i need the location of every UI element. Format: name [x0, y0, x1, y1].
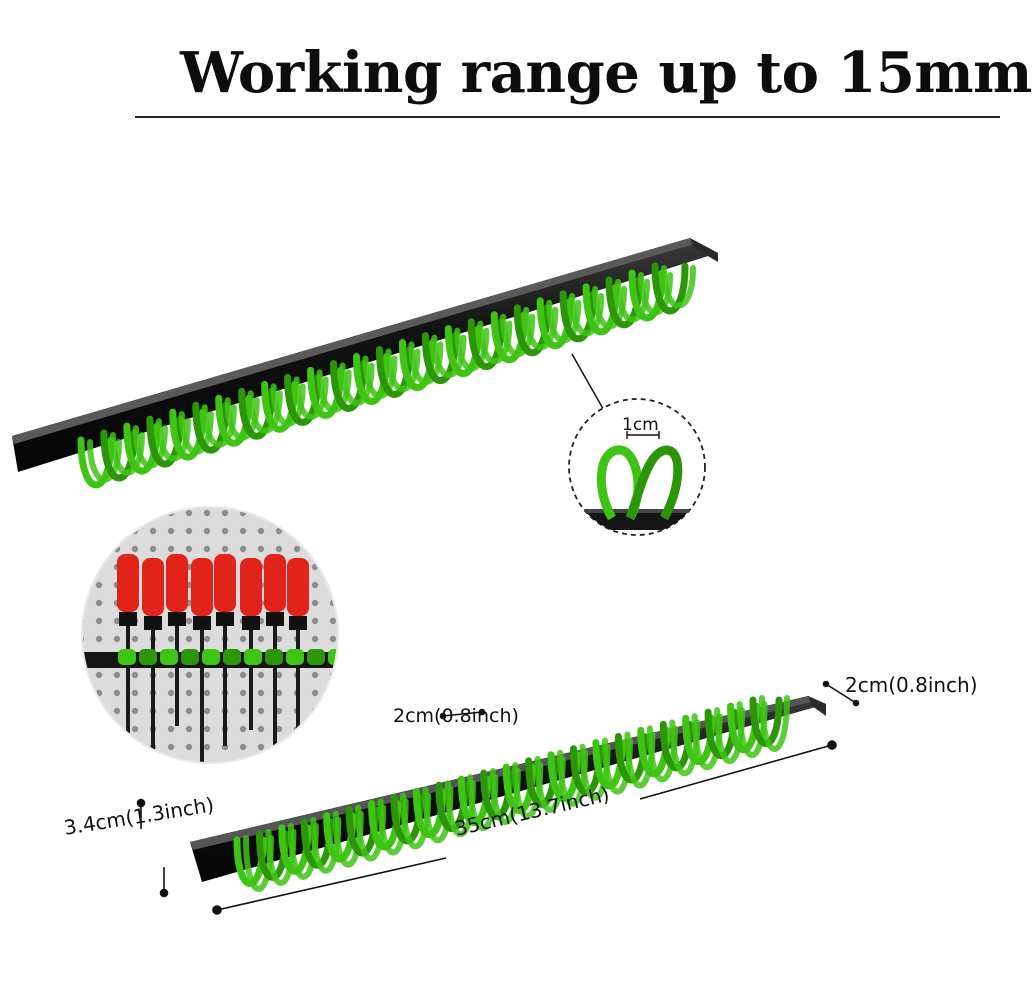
rubber-clip [330, 359, 368, 412]
loop-spacing-label: 2cm(0.8inch) [393, 705, 519, 727]
rubber-clip [513, 304, 551, 356]
screwdriver-handle [214, 554, 236, 612]
screwdriver-shaft [223, 626, 227, 746]
rubber-clip [628, 269, 666, 322]
rail-width-label: 2cm(0.8inch) [845, 673, 978, 697]
photo-clip [307, 649, 325, 665]
photo-clip [181, 649, 199, 665]
rubber-clip [536, 297, 574, 350]
loop-gap-label: 1cm [622, 415, 659, 435]
rubber-clip [169, 408, 207, 461]
photo-clip [286, 649, 304, 665]
screwdriver-shaft [151, 630, 155, 750]
photo-clip [160, 649, 178, 665]
rubber-clip [123, 422, 161, 475]
rubber-clip [651, 262, 689, 315]
zoom-detail [568, 398, 706, 536]
dimension-lines [136, 680, 860, 915]
rubber-clip [146, 415, 184, 468]
photo-clip [223, 649, 241, 665]
screwdriver-shaft [296, 630, 300, 750]
bottom-rail-clips [233, 695, 790, 892]
rubber-clip [284, 373, 322, 426]
screwdriver-handle [142, 558, 164, 616]
callout-line [571, 353, 607, 415]
rubber-clip [77, 436, 115, 489]
rubber-clip [100, 429, 138, 482]
screwdriver-shaft [200, 630, 204, 763]
rubber-clip [444, 325, 482, 377]
screwdriver-handle [117, 554, 139, 612]
photo-clip [244, 649, 262, 665]
screwdriver-handle [191, 558, 213, 616]
product-illustration [12, 238, 860, 915]
rubber-clip [215, 394, 253, 447]
rubber-clip [238, 387, 276, 440]
photo-clip [139, 649, 157, 665]
rubber-clip [490, 311, 528, 363]
screwdriver-shaft [273, 626, 277, 763]
rubber-clip [261, 380, 299, 433]
screwdriver-shaft [249, 630, 253, 730]
top-rail [12, 238, 718, 472]
screwdriver-shaft [175, 626, 179, 726]
headline-underline [135, 116, 1000, 118]
rubber-clip [559, 290, 597, 343]
screwdriver-handle [287, 558, 309, 616]
rubber-clip [398, 339, 436, 391]
screwdriver-handle [240, 558, 262, 616]
rubber-clip [605, 276, 643, 329]
headline: Working range up to 15mm [180, 40, 1032, 106]
top-rail-clips [77, 262, 696, 489]
screwdriver-shaft [126, 626, 130, 763]
screwdriver-handle [166, 554, 188, 612]
rubber-clip [375, 346, 413, 398]
photo-clip [202, 649, 220, 665]
pegboard-photo [81, 506, 339, 764]
screwdriver-handle [264, 554, 286, 612]
rubber-clip [467, 318, 505, 370]
rubber-clip [353, 352, 391, 405]
photo-clip [265, 649, 283, 665]
rubber-clip [582, 283, 620, 336]
rubber-clip [421, 332, 459, 384]
rubber-clip [307, 366, 345, 419]
photo-clip [118, 649, 136, 665]
rubber-clip [192, 401, 230, 454]
